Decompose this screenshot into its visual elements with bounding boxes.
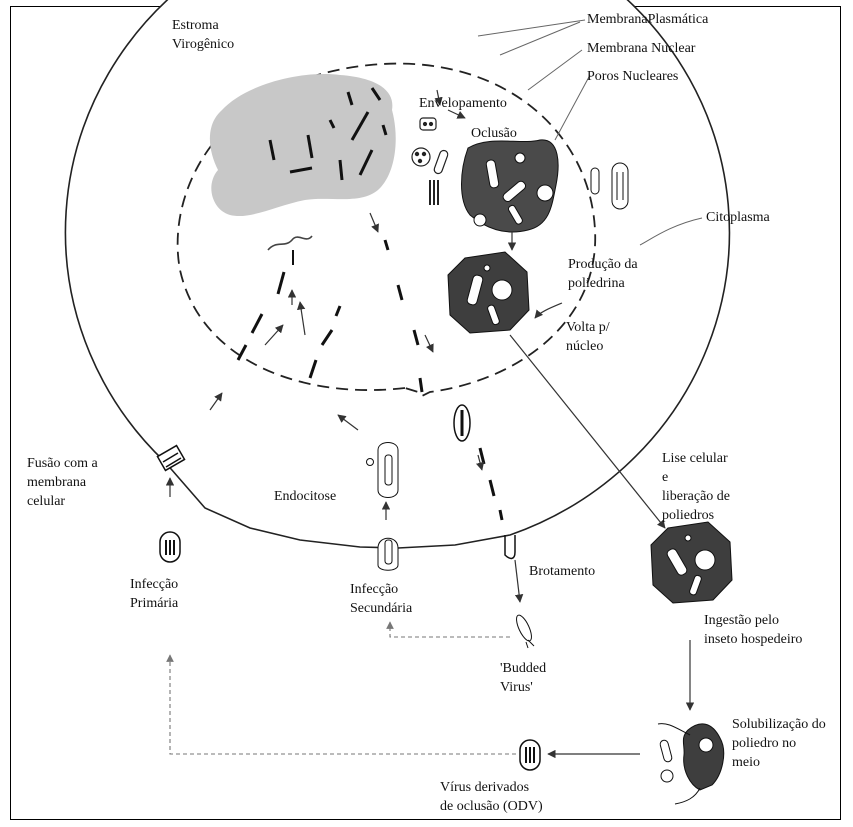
odv-virion bbox=[520, 740, 540, 770]
label-citoplasma: Citoplasma bbox=[706, 208, 770, 227]
budded-virus bbox=[514, 613, 535, 648]
label-infeccao-primaria: Infecção Primária bbox=[130, 575, 178, 613]
secondary-infection-virion bbox=[378, 538, 398, 570]
label-envelopamento: Envelopamento bbox=[419, 94, 507, 113]
label-budded-virus: 'Budded Virus' bbox=[500, 659, 546, 697]
label-estroma: Estroma Virogênico bbox=[172, 16, 234, 54]
label-oclusao: Oclusão bbox=[471, 124, 517, 143]
label-brotamento: Brotamento bbox=[529, 562, 595, 581]
label-membrana-plasmatica: MembranaPlasmática bbox=[587, 10, 708, 29]
occlusion-body bbox=[462, 140, 559, 232]
label-producao-poliedrina: Produção da poliedrina bbox=[568, 255, 638, 293]
polyhedron-cytoplasm bbox=[448, 252, 529, 333]
label-fusao: Fusão com a membrana celular bbox=[27, 454, 98, 511]
polyhedron-solubilizing bbox=[658, 724, 724, 804]
primary-infection-virion bbox=[160, 532, 180, 562]
polyhedron-released bbox=[651, 522, 732, 603]
label-odv: Vírus derivados de oclusão (ODV) bbox=[440, 778, 543, 816]
label-lise: Lise celular e liberação de poliedros bbox=[662, 449, 730, 525]
budding-site bbox=[505, 535, 515, 558]
label-ingestao: Ingestão pelo inseto hospedeiro bbox=[704, 611, 802, 649]
dashed-return-arrows bbox=[170, 622, 516, 754]
label-solubilizacao: Solubilização do poliedro no meio bbox=[732, 715, 826, 772]
label-infeccao-secundaria: Infecção Secundária bbox=[350, 580, 412, 618]
label-membrana-nuclear: Membrana Nuclear bbox=[587, 39, 695, 58]
label-endocitose: Endocitose bbox=[274, 487, 336, 506]
label-poros-nucleares: Poros Nucleares bbox=[587, 67, 678, 86]
label-volta-nucleo: Volta p/ núcleo bbox=[566, 318, 610, 356]
